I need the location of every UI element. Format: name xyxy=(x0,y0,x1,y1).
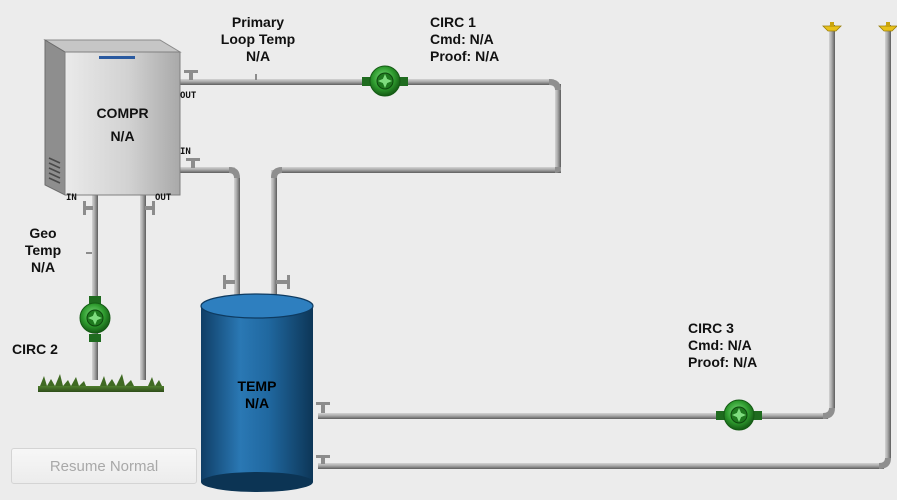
tank-label: TEMP N/A xyxy=(205,378,309,412)
geo-line1: Geo xyxy=(29,225,57,241)
geo-out-port-label: OUT xyxy=(155,193,172,203)
compressor-unit[interactable] xyxy=(43,39,182,196)
circ3-pump-icon[interactable] xyxy=(716,399,762,431)
ground-grass xyxy=(38,374,164,392)
pipe-riser-1 xyxy=(829,25,835,408)
vent-valve-2-icon xyxy=(878,22,897,32)
pipe-primary-right-riser xyxy=(555,84,561,172)
compressor-label: COMPR N/A xyxy=(70,105,175,145)
compressor-in-port-label: IN xyxy=(180,147,191,157)
circ2-label: CIRC 2 xyxy=(12,341,58,357)
tank-name: TEMP xyxy=(237,378,277,394)
pipe-riser-2 xyxy=(885,25,891,458)
primary-loop-temp-value[interactable]: N/A xyxy=(245,48,271,64)
compressor-out-port-label: OUT xyxy=(180,91,197,101)
primary-loop-line1: Primary xyxy=(231,14,285,30)
pipe-tank-inlet-right xyxy=(271,170,277,305)
pipe-tank-inlet-left xyxy=(234,178,240,305)
circ1-name: CIRC 1 xyxy=(430,14,476,30)
circ2-pump-icon[interactable] xyxy=(79,296,111,342)
tank-value[interactable]: N/A xyxy=(244,395,270,411)
circ1-cmd[interactable]: Cmd: N/A xyxy=(430,31,494,47)
primary-loop-line2: Loop Temp xyxy=(220,31,296,47)
geo-in-port-label: IN xyxy=(66,193,77,203)
vent-valve-1-icon xyxy=(822,22,842,32)
pipe-tank-out-upper xyxy=(318,413,828,419)
geo-temp-value[interactable]: N/A xyxy=(30,259,56,275)
pipe-tank-out-lower xyxy=(318,463,884,469)
geo-temp-label: Geo Temp N/A xyxy=(16,225,70,276)
circ3-name: CIRC 3 xyxy=(688,320,734,336)
pipe-fittings xyxy=(83,70,330,464)
primary-loop-temp-label: Primary Loop Temp N/A xyxy=(198,14,318,65)
circ1-pump-icon[interactable] xyxy=(362,65,408,97)
pipe-geo-left xyxy=(92,195,98,380)
circ1-proof[interactable]: Proof: N/A xyxy=(430,48,500,64)
compressor-value[interactable]: N/A xyxy=(110,128,135,144)
circ1-label: CIRC 1 Cmd: N/A Proof: N/A xyxy=(430,14,499,65)
circ3-proof[interactable]: Proof: N/A xyxy=(688,354,758,370)
pipe-comp-in xyxy=(180,167,235,173)
circ3-label: CIRC 3 Cmd: N/A Proof: N/A xyxy=(688,320,757,371)
geo-line2: Temp xyxy=(24,242,62,258)
storage-tank[interactable] xyxy=(200,293,314,492)
compressor-name: COMPR xyxy=(96,105,149,121)
circ3-cmd[interactable]: Cmd: N/A xyxy=(688,337,752,353)
pipe-geo-right xyxy=(140,195,146,380)
pipe-return-top xyxy=(282,167,561,173)
resume-normal-button[interactable]: Resume Normal xyxy=(11,448,197,484)
